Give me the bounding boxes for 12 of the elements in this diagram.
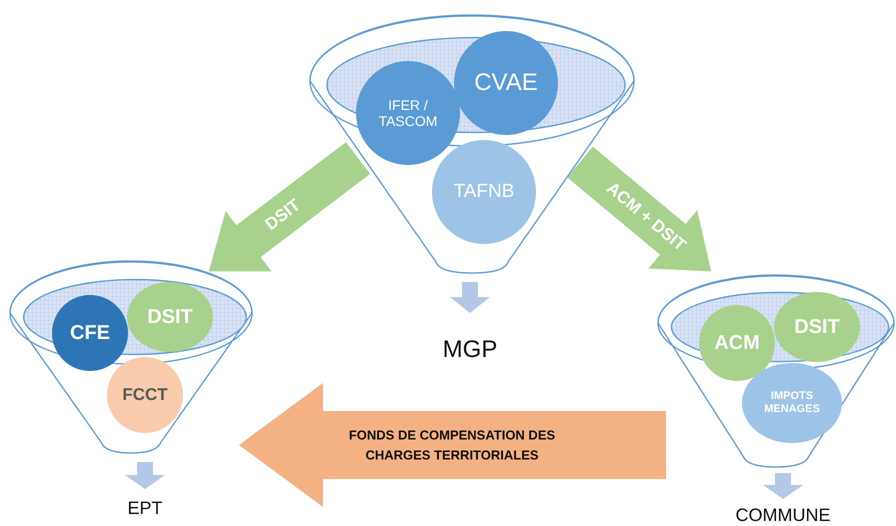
node-label: MGP bbox=[425, 335, 515, 365]
funnel-shape bbox=[8, 260, 254, 456]
funnel-shape bbox=[656, 274, 896, 470]
arrow bbox=[763, 473, 803, 499]
block-arrow bbox=[567, 146, 712, 272]
node-label: EPT bbox=[115, 496, 175, 520]
block-arrow bbox=[208, 142, 370, 272]
block-arrow bbox=[239, 383, 666, 507]
edge-label: FONDS DE COMPENSATION DES CHARGES TERRITORIALES bbox=[348, 426, 556, 464]
arrow bbox=[450, 282, 490, 313]
arrow bbox=[125, 462, 165, 489]
node-label: COMMUNE bbox=[723, 504, 843, 526]
